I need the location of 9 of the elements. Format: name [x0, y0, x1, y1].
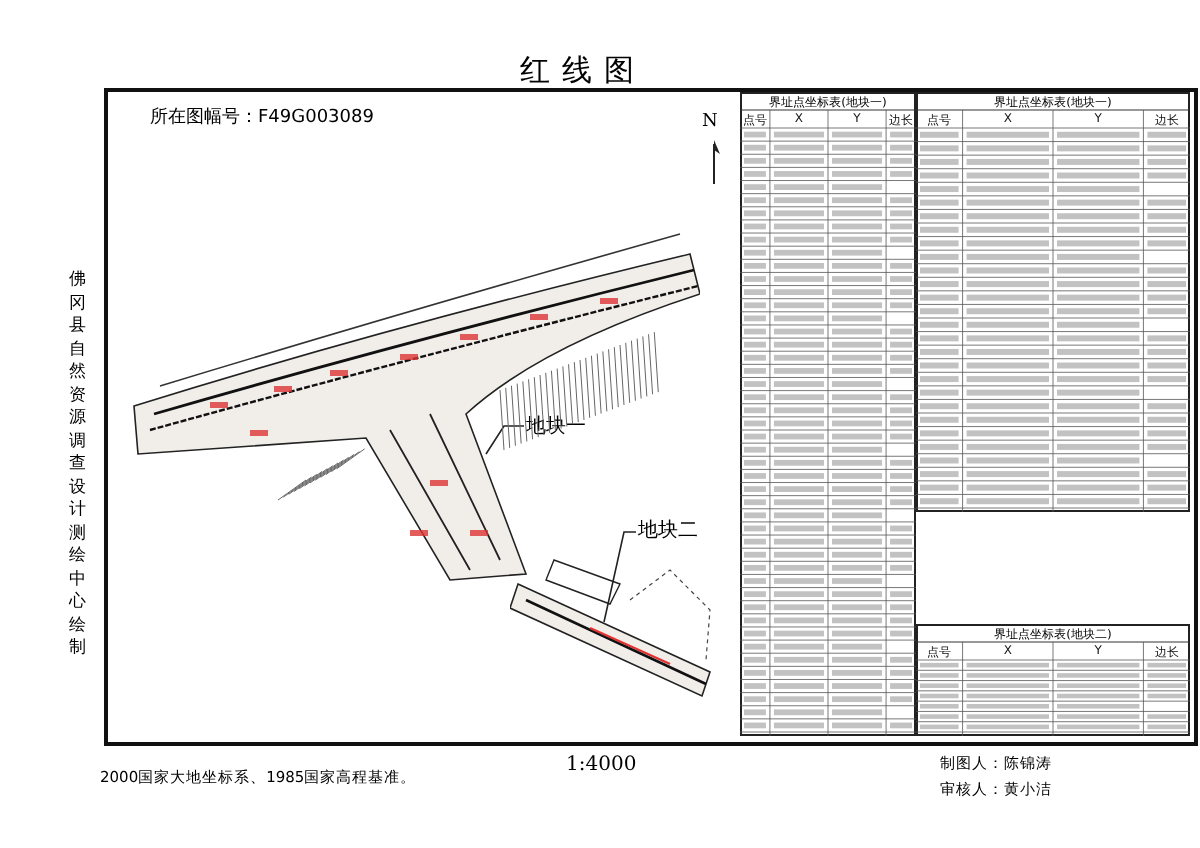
scale-label: 1:4000 [566, 754, 637, 776]
parcel-name-label: 地块一 [524, 412, 588, 440]
map-title: 红线图 [520, 52, 646, 90]
vertical-credit-text: 佛冈县自然资源调查设计测绘中心绘制 [68, 270, 88, 661]
leader-line [603, 531, 637, 623]
sheet-number: 所在图幅号：F49G003089 [150, 105, 374, 130]
parcel-name-label: 地块二 [636, 516, 700, 544]
north-label: N [702, 112, 718, 132]
leader-line [485, 425, 525, 455]
